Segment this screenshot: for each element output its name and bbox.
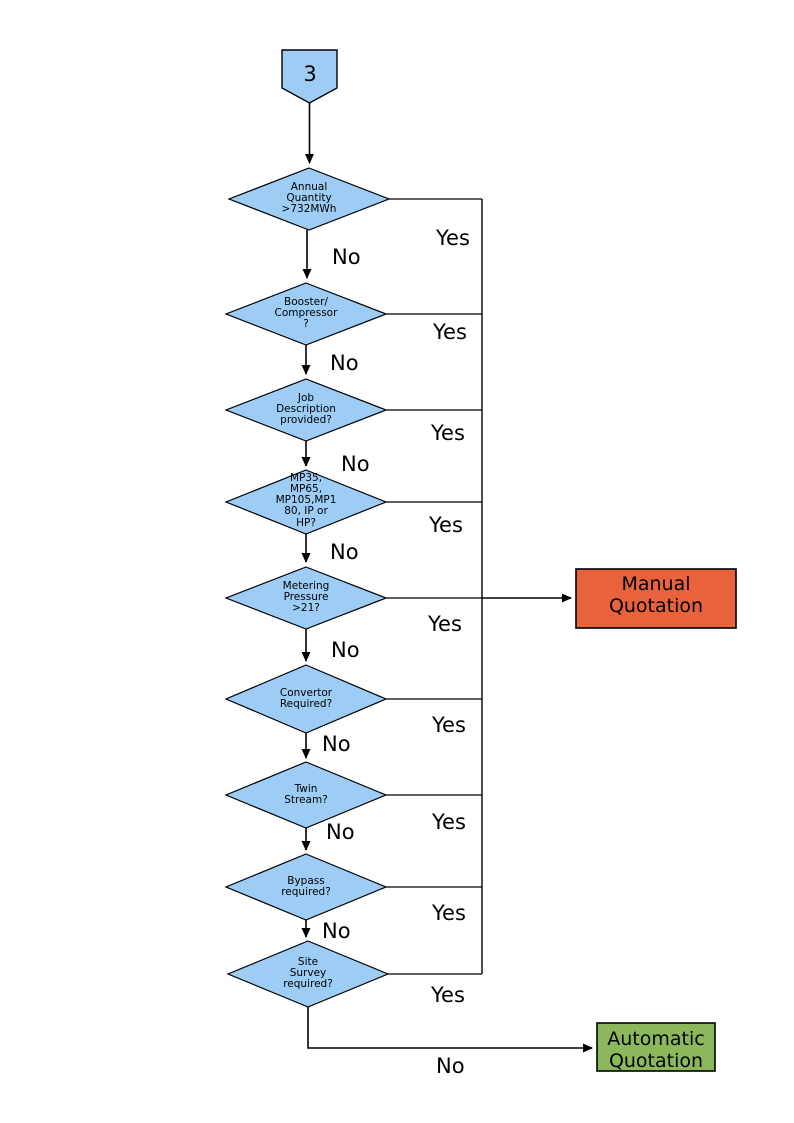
decision-metering-pressure-shape[interactable] (224, 566, 388, 630)
edge-label-no-metering-pressure: No (331, 638, 360, 662)
edge-label-yes-site-survey: Yes (431, 983, 465, 1007)
edge-label-yes-convertor: Yes (432, 713, 466, 737)
decision-site-survey-shape[interactable] (226, 940, 390, 1008)
decision-twin-stream-shape[interactable] (224, 761, 388, 829)
edge-label-yes-annual-quantity: Yes (436, 226, 470, 250)
start-connector-shape[interactable] (281, 49, 338, 104)
edge-label-no-mp-class: No (330, 540, 359, 564)
decision-annual-quantity-shape[interactable] (227, 167, 391, 231)
decision-bypass-shape[interactable] (224, 853, 388, 921)
edge-label-yes-metering-pressure: Yes (428, 612, 462, 636)
edge-label-no-booster-compressor: No (330, 351, 359, 375)
edge-label-no-convertor: No (322, 732, 351, 756)
decision-convertor-shape[interactable] (224, 664, 388, 734)
terminal-automatic-quotation-shape[interactable] (596, 1022, 716, 1072)
edge-site-survey-no-to-automatic-quotation (307, 1007, 593, 1053)
edge-label-no-annual-quantity: No (332, 245, 361, 269)
edge-label-yes-bypass: Yes (432, 901, 466, 925)
terminal-manual-quotation-shape[interactable] (575, 568, 737, 629)
decision-booster-compressor-shape[interactable] (224, 282, 388, 346)
decision-job-description-shape[interactable] (224, 378, 388, 442)
edge-label-no-bypass: No (322, 919, 351, 943)
edge-label-yes-booster-compressor: Yes (433, 320, 467, 344)
edge-label-yes-job-description: Yes (431, 421, 465, 445)
edge-label-no-job-description: No (341, 452, 370, 476)
edge-label-no-twin-stream: No (326, 820, 355, 844)
edge-label-no-site-survey-final: No (436, 1054, 465, 1078)
edge-label-yes-mp-class: Yes (429, 513, 463, 537)
edge-label-yes-twin-stream: Yes (432, 810, 466, 834)
decision-mp-class-shape[interactable] (224, 469, 388, 535)
